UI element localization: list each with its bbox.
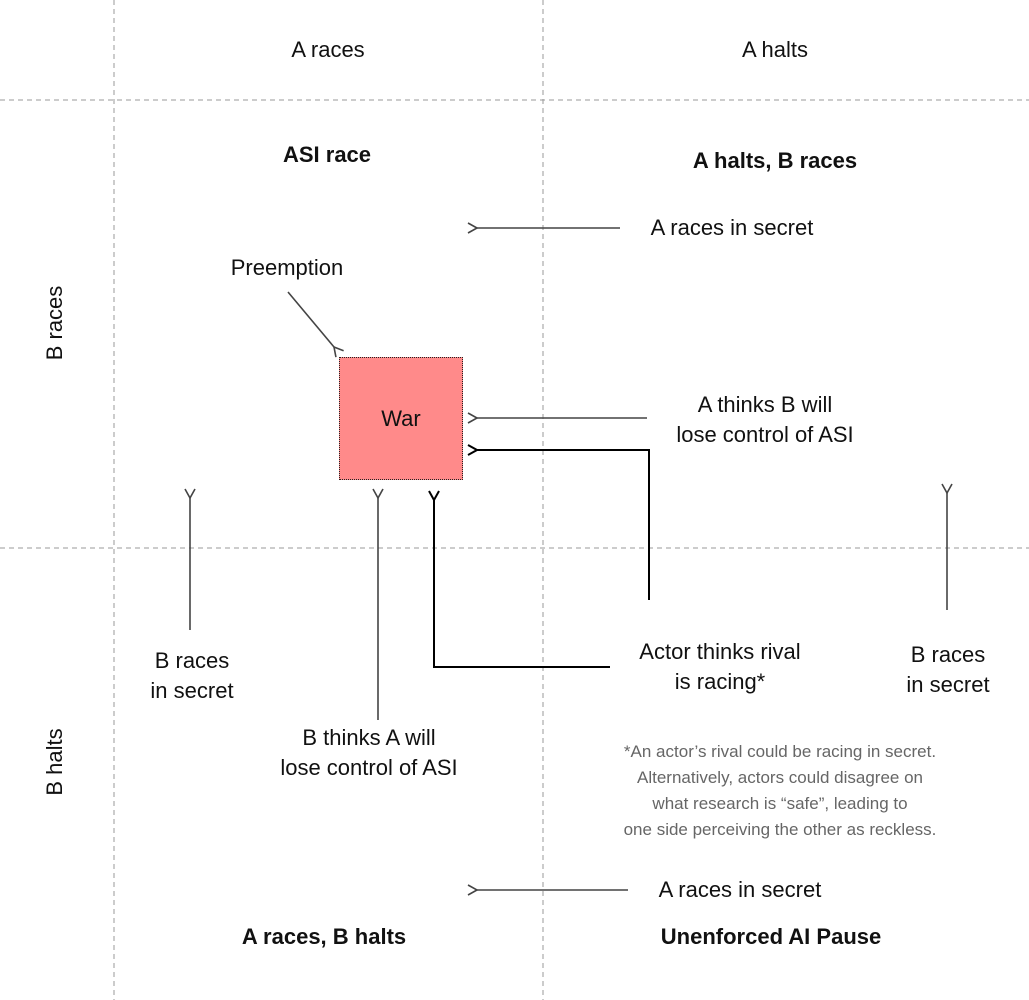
row-header-b-races: B races bbox=[42, 285, 67, 361]
actor-thinks-line-2: is racing* bbox=[674, 669, 766, 694]
b-races-secret-left-line-2: in secret bbox=[150, 678, 234, 703]
b-races-secret-right-label: B races in secret bbox=[906, 640, 989, 700]
b-thinks-line-2: lose control of ASI bbox=[280, 755, 458, 780]
actor-thinks-line-1: Actor thinks rival bbox=[639, 639, 801, 664]
arrow-actor-thinks-to-war-bottom bbox=[434, 500, 610, 668]
column-header-a-halts: A halts bbox=[741, 37, 809, 62]
b-races-secret-right-line-1: B races bbox=[910, 642, 986, 667]
column-header-a-races: A races bbox=[291, 37, 365, 62]
footnote-line-2: Alternatively, actors could disagree on bbox=[636, 768, 924, 787]
b-thinks-line-1: B thinks A will bbox=[302, 725, 436, 750]
a-thinks-line-2: lose control of ASI bbox=[676, 422, 854, 447]
war-box: War bbox=[339, 357, 463, 480]
a-races-secret-top-label: A races in secret bbox=[650, 215, 814, 240]
quadrant-a-races-b-halts: A races, B halts bbox=[241, 924, 407, 949]
preemption-label: Preemption bbox=[230, 255, 344, 280]
a-thinks-label: A thinks B will lose control of ASI bbox=[676, 390, 853, 450]
b-races-secret-right-line-2: in secret bbox=[906, 672, 990, 697]
quadrant-a-halts-b-races: A halts, B races bbox=[692, 148, 858, 173]
footnote: *An actor’s rival could be racing in sec… bbox=[624, 739, 937, 843]
footnote-line-4: one side perceiving the other as reckles… bbox=[623, 820, 937, 839]
a-races-secret-bottom-label: A races in secret bbox=[658, 877, 822, 902]
b-races-secret-left-label: B races in secret bbox=[150, 646, 233, 706]
arrow-actor-thinks-to-war-right bbox=[477, 450, 650, 600]
arrow-preemption bbox=[287, 291, 334, 347]
actor-thinks-label: Actor thinks rival is racing* bbox=[639, 637, 800, 697]
footnote-line-3: what research is “safe”, leading to bbox=[652, 794, 908, 813]
b-thinks-label: B thinks A will lose control of ASI bbox=[280, 723, 457, 783]
war-label: War bbox=[381, 405, 421, 431]
quadrant-unenforced-ai-pause: Unenforced AI Pause bbox=[660, 924, 882, 949]
a-thinks-line-1: A thinks B will bbox=[697, 392, 833, 417]
b-races-secret-left-line-1: B races bbox=[154, 648, 230, 673]
row-header-b-halts: B halts bbox=[42, 728, 67, 796]
footnote-line-1: *An actor’s rival could be racing in sec… bbox=[623, 742, 937, 761]
quadrant-asi-race: ASI race bbox=[282, 142, 372, 167]
